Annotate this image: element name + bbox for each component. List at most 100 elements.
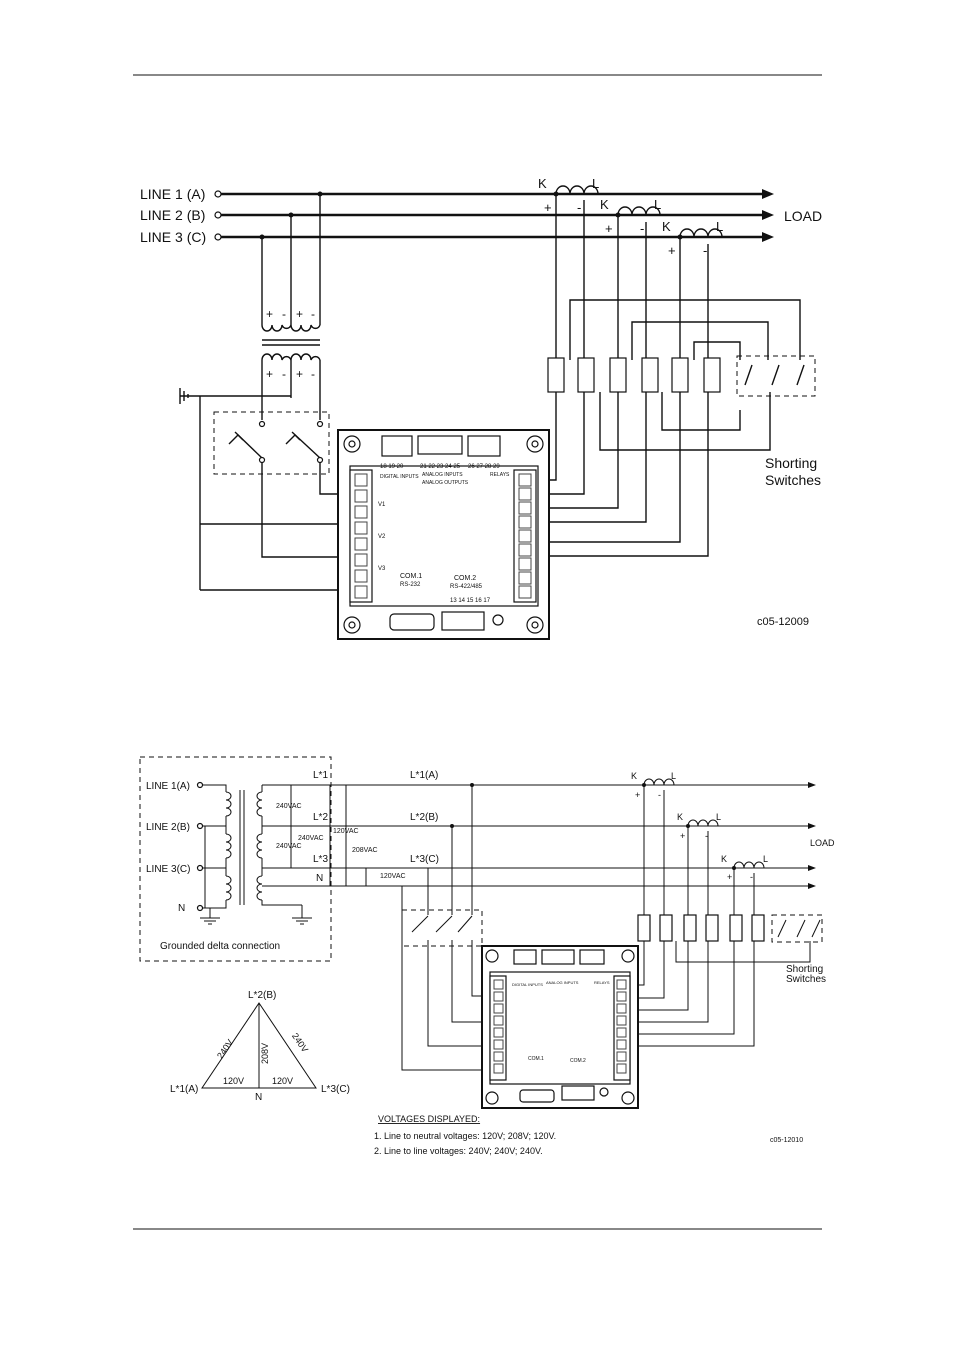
d2-neutral-label: N xyxy=(178,903,185,914)
svg-text:L*3(C): L*3(C) xyxy=(321,1084,350,1095)
svg-text:L*1(A): L*1(A) xyxy=(170,1084,198,1095)
svg-text:+: + xyxy=(296,367,303,381)
d2-bus-label-1: L*1(A) xyxy=(410,770,438,781)
svg-text:+: + xyxy=(544,200,552,215)
svg-text:DIGITAL INPUTS: DIGITAL INPUTS xyxy=(512,982,543,987)
svg-text:RS-232: RS-232 xyxy=(400,582,421,588)
svg-text:L*3: L*3 xyxy=(313,854,328,865)
meter-device-1: 18 19 20 21 22 23 24 25 26 27 28 29 DIGI… xyxy=(337,429,550,640)
svg-text:120VAC: 120VAC xyxy=(333,828,359,835)
svg-text:L: L xyxy=(716,219,723,234)
d2-shorting-label-1: Shorting xyxy=(786,964,823,975)
svg-text:240VAC: 240VAC xyxy=(276,843,302,850)
d2-load-label: LOAD xyxy=(810,838,835,848)
svg-text:RELAYS: RELAYS xyxy=(594,980,610,985)
svg-text:240V: 240V xyxy=(290,1031,310,1054)
ct-1: K L + - xyxy=(538,176,599,215)
d2-bus-label-3: L*3(C) xyxy=(410,854,439,865)
svg-text:+: + xyxy=(266,367,273,381)
svg-text:L*1: L*1 xyxy=(313,770,328,781)
voltage-transformers: + - + - + - + - xyxy=(259,191,323,420)
ground-symbol xyxy=(179,388,291,590)
svg-text:-: - xyxy=(705,831,708,841)
svg-text:26 27 28 29: 26 27 28 29 xyxy=(468,464,500,470)
voltages-displayed-2: 2. Line to line voltages: 240V; 240V; 24… xyxy=(374,1146,543,1156)
svg-text:V3: V3 xyxy=(378,566,386,572)
svg-text:120V: 120V xyxy=(272,1076,293,1086)
shorting-switches-label-1: Shorting xyxy=(765,455,817,471)
svg-text:COM.1: COM.1 xyxy=(528,1056,544,1062)
d2-line-2-label: LINE 2(B) xyxy=(146,822,190,833)
svg-text:240V: 240V xyxy=(215,1038,235,1061)
svg-text:+: + xyxy=(266,307,273,321)
line-3-label: LINE 3 (C) xyxy=(140,229,206,245)
meter-device-2: DIGITAL INPUTS ANALOG INPUTS RELAYS COM.… xyxy=(481,945,639,1109)
figure-code-1: c05-12009 xyxy=(757,616,809,628)
svg-text:N: N xyxy=(316,873,323,884)
svg-text:+: + xyxy=(668,243,676,258)
svg-text:K: K xyxy=(538,176,547,191)
svg-text:K: K xyxy=(721,854,727,864)
svg-text:ANALOG INPUTS: ANALOG INPUTS xyxy=(546,980,579,985)
line-2-label: LINE 2 (B) xyxy=(140,207,205,223)
svg-text:-: - xyxy=(640,221,644,236)
d2-line-1-label: LINE 1(A) xyxy=(146,781,190,792)
svg-text:120V: 120V xyxy=(223,1076,244,1086)
svg-text:13 14 15 16 17: 13 14 15 16 17 xyxy=(450,598,491,604)
svg-text:RELAYS: RELAYS xyxy=(490,472,510,478)
svg-text:-: - xyxy=(282,367,286,381)
diagram-1-three-wire-delta: LINE 1 (A) LINE 2 (B) LINE 3 (C) LOAD K … xyxy=(140,176,822,628)
svg-text:DIGITAL INPUTS: DIGITAL INPUTS xyxy=(380,474,419,480)
ct-leads xyxy=(553,191,801,360)
delta-transformer xyxy=(196,781,270,925)
d2-line-3-label: LINE 3(C) xyxy=(146,864,190,875)
svg-text:K: K xyxy=(677,812,683,822)
d2-bus-lines xyxy=(262,782,816,889)
svg-text:V1: V1 xyxy=(378,502,386,508)
ct-2: K L + - xyxy=(600,197,661,236)
svg-text:-: - xyxy=(658,790,661,800)
grounded-delta-box xyxy=(139,756,332,962)
svg-text:+: + xyxy=(727,872,732,882)
svg-text:18 19 20: 18 19 20 xyxy=(380,464,404,470)
svg-text:ANALOG OUTPUTS: ANALOG OUTPUTS xyxy=(422,480,469,486)
svg-text:+: + xyxy=(635,790,640,800)
svg-text:RS-422/485: RS-422/485 xyxy=(450,584,483,590)
d2-shorting-block xyxy=(637,914,823,943)
svg-text:-: - xyxy=(282,307,286,321)
d2-cts: K L + - K L + - K L + - xyxy=(631,771,768,915)
svg-text:+: + xyxy=(680,831,685,841)
svg-text:+: + xyxy=(605,221,613,236)
svg-text:K: K xyxy=(662,219,671,234)
svg-text:-: - xyxy=(577,200,581,215)
svg-text:COM.1: COM.1 xyxy=(400,573,422,580)
load-label: LOAD xyxy=(784,208,822,224)
d2-shorting-label-2: Switches xyxy=(786,974,826,985)
svg-text:-: - xyxy=(311,367,315,381)
svg-text:208VAC: 208VAC xyxy=(352,847,378,854)
svg-text:V2: V2 xyxy=(378,534,386,540)
d2-voltage-fuse-block xyxy=(401,783,492,1071)
voltages-displayed-1: 1. Line to neutral voltages: 120V; 208V;… xyxy=(374,1131,556,1141)
line-1-label: LINE 1 (A) xyxy=(140,186,205,202)
ct-shorting-block xyxy=(547,355,816,397)
svg-text:L*2(B): L*2(B) xyxy=(248,990,276,1001)
d2-ct-outputs xyxy=(628,941,811,1047)
svg-text:208V: 208V xyxy=(260,1043,270,1064)
svg-text:120VAC: 120VAC xyxy=(380,873,406,880)
svg-text:L: L xyxy=(592,176,599,191)
svg-text:21 22 23 24 25: 21 22 23 24 25 xyxy=(420,464,461,470)
svg-text:L: L xyxy=(671,771,676,781)
svg-text:L: L xyxy=(763,854,768,864)
d2-bus-label-2: L*2(B) xyxy=(410,812,438,823)
svg-text:-: - xyxy=(750,872,753,882)
grounded-delta-label: Grounded delta connection xyxy=(160,941,280,952)
voltage-annotations: 240VAC 240VAC 240VAC 120VAC 208VAC 120VA… xyxy=(270,770,406,925)
svg-text:L: L xyxy=(654,197,661,212)
svg-text:COM.2: COM.2 xyxy=(570,1058,586,1064)
svg-text:K: K xyxy=(600,197,609,212)
svg-text:+: + xyxy=(296,307,303,321)
svg-text:240VAC: 240VAC xyxy=(298,835,324,842)
ct-outputs-to-device xyxy=(530,392,771,557)
